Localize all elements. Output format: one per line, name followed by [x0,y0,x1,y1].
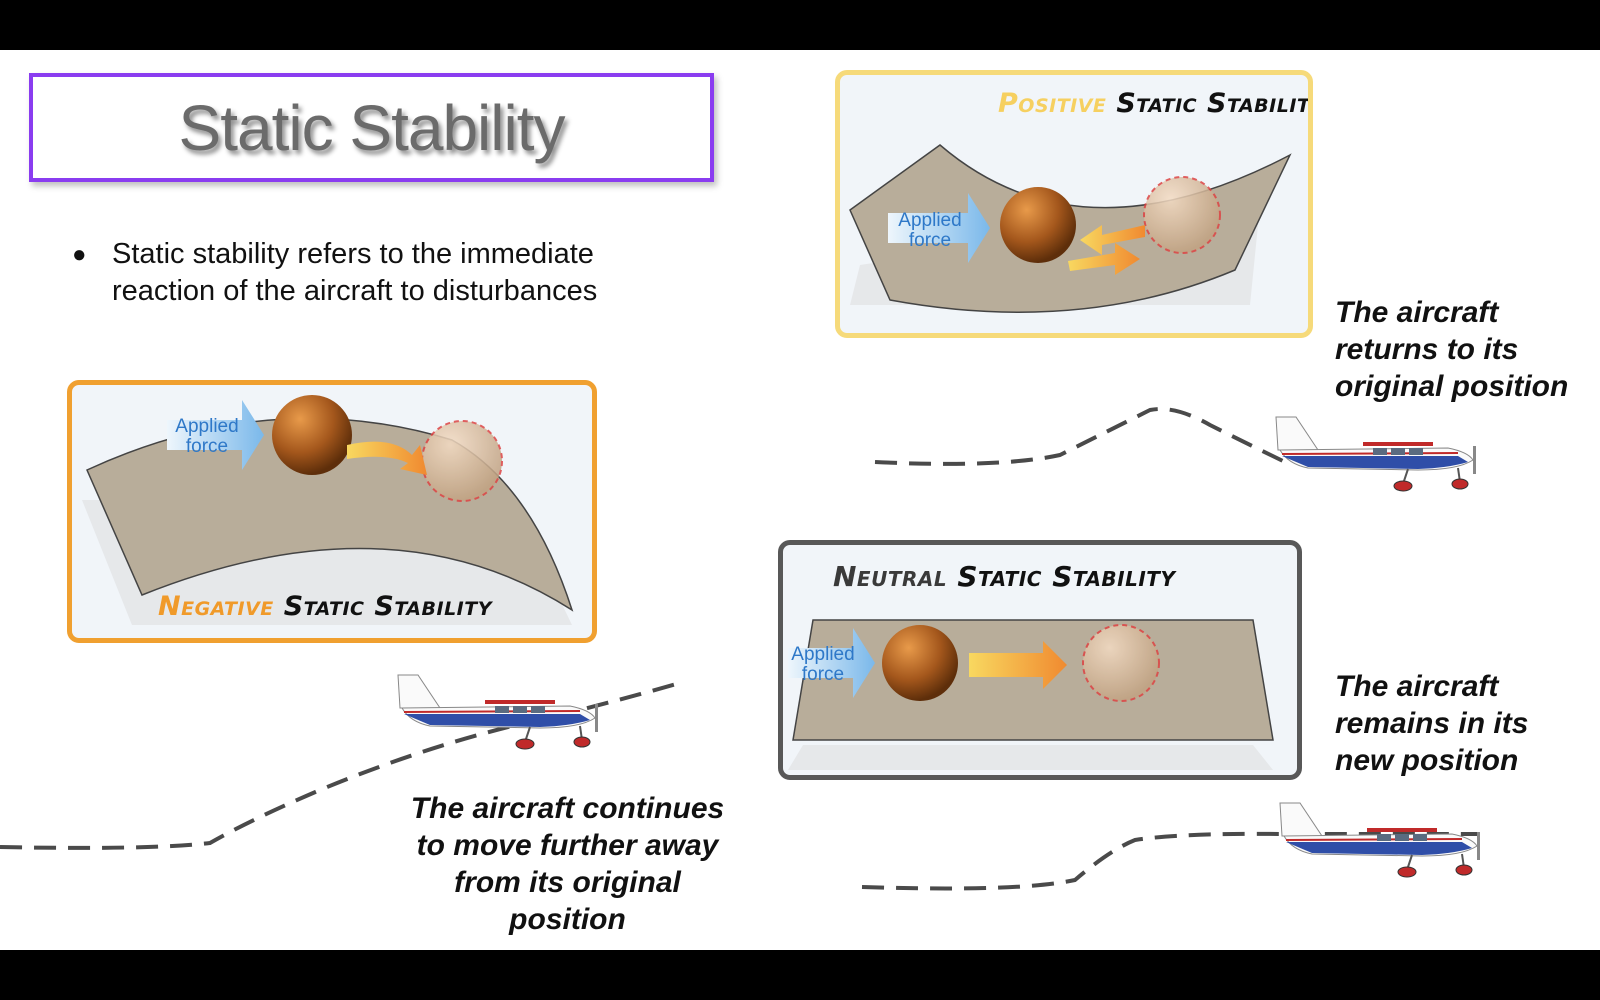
push-arrow-icon [347,441,427,475]
negative-stability-panel: Applied force Negative Static Stability [67,380,597,643]
letterbox-top [0,0,1600,50]
ball-icon [882,625,958,701]
negative-caption: The aircraft continues to move further a… [410,792,725,936]
neutral-illustration [788,619,1274,770]
negative-heading: Negative Static Stability [158,589,492,625]
airplane-icon [1275,416,1476,492]
push-arrow-icon [969,641,1067,689]
bullet-text: Static stability refers to the immediate… [112,238,598,307]
ball-ghost-icon [1143,176,1221,254]
negative-flight-path [0,681,681,850]
applied-force-label: Applied force [175,416,239,457]
ball-icon [1000,187,1076,263]
neutral-flight-path [861,831,1480,891]
negative-heading-rest: Static Stability [283,591,492,622]
ball-icon [272,395,352,475]
applied-force-label: Applied force [791,644,855,685]
neutral-stability-panel: Applied force Neutral Static Stability [778,540,1302,780]
slide-title: Static Stability [178,91,566,164]
positive-stability-panel: Applied force Positive Static Stability [835,70,1313,338]
positive-caption: The aircraft returns to its original pos… [1335,296,1569,403]
ball-ghost-icon [421,420,503,502]
positive-illustration [849,144,1292,313]
applied-force-arrow-icon [167,400,264,470]
title-box: Static Stability [29,73,714,182]
positive-flight-path [874,407,1286,466]
letterbox-bottom [0,950,1600,1000]
neutral-heading: Neutral Static Stability [833,557,1175,597]
applied-force-label: Applied force [898,210,962,251]
airplane-icon [1279,802,1480,878]
push-arrow-icon [1068,243,1140,275]
flight-paths [0,407,1480,891]
bullet-item: ● Static stability refers to the immedia… [72,236,672,310]
airplane-icon [397,674,598,750]
neutral-keyword: Neutral [833,560,948,593]
positive-heading-rest: Static Stability [1116,88,1313,119]
shadow-plane [788,745,1273,770]
slide: Static Stability ● Static stability refe… [0,50,1600,950]
negative-illustration [82,395,574,625]
neutral-caption: The aircraft remains in its new position [1335,670,1529,777]
positive-keyword: Positive [998,88,1107,119]
return-arrow-icon [1080,225,1145,255]
negative-keyword: Negative [158,591,274,622]
ball-ghost-icon [1082,624,1160,702]
neutral-heading-rest: Static Stability [957,560,1176,593]
positive-heading: Positive Static Stability [998,85,1313,123]
bullet-dot-icon: ● [72,241,87,268]
applied-force-arrow-icon [888,193,990,263]
applied-force-arrow-icon [788,628,875,698]
